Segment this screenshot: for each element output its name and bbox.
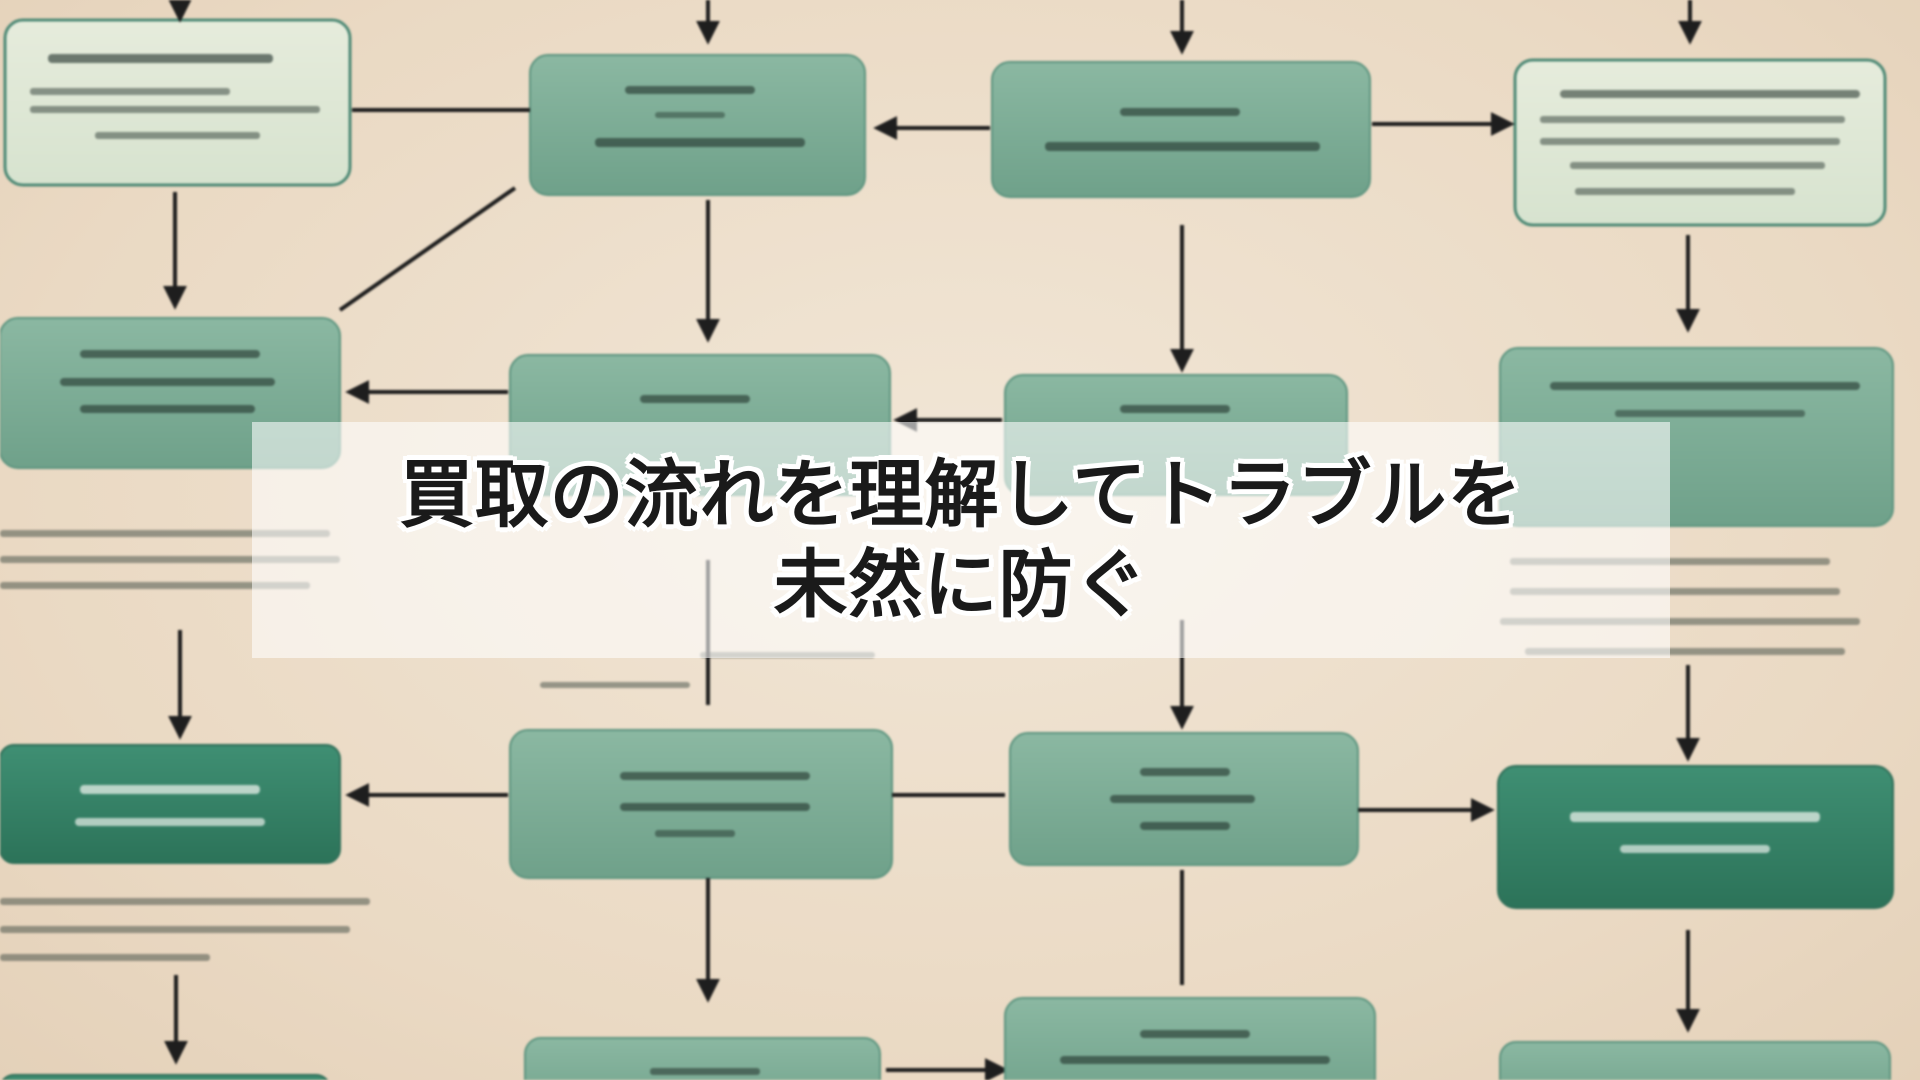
flow-arrows-row2 <box>345 380 1002 432</box>
flow-box <box>1499 1041 1891 1080</box>
flow-box <box>2 1074 328 1080</box>
flow-arrows-row1 <box>163 0 1702 373</box>
flow-box <box>524 1037 881 1080</box>
flow-box <box>1513 58 1887 227</box>
title-line-1: 買取の流れを理解してトラブルを <box>399 451 1523 538</box>
flow-box <box>1004 997 1376 1080</box>
flow-box <box>509 729 893 879</box>
title-banner: 買取の流れを理解してトラブルを 未然に防ぐ <box>252 422 1670 658</box>
flow-box <box>1009 732 1359 866</box>
flow-box <box>0 744 341 864</box>
title-line-2: 未然に防ぐ <box>773 542 1149 628</box>
flow-box <box>991 61 1371 198</box>
flow-box <box>1497 765 1894 909</box>
flow-box <box>529 54 866 196</box>
flow-box <box>3 18 352 187</box>
flow-arrows-row3 <box>164 783 1700 1080</box>
